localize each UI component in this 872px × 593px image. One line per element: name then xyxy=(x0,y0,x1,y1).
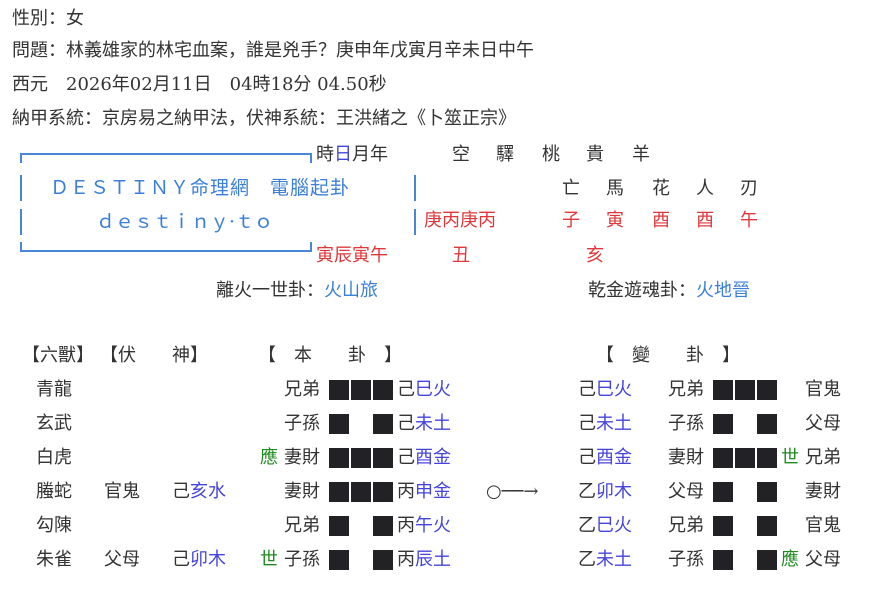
shensha-kong: 空 xyxy=(452,144,470,165)
shi-ying-mark: 應 xyxy=(260,447,278,468)
shensha-gui: 貴 xyxy=(586,144,604,165)
shensha-branch: 子 xyxy=(562,210,580,231)
banner-frame-right-1 xyxy=(414,175,416,201)
hidden-relation: 父母 xyxy=(104,549,140,570)
changed-relation: 兄弟 xyxy=(668,379,704,400)
yang-line xyxy=(329,380,395,400)
najia: 丙申金 xyxy=(397,481,451,502)
beast: 朱雀 xyxy=(36,549,72,570)
banner-url: ｄｅｓｔｉｎｙ·ｔｏ xyxy=(96,211,274,233)
shensha-yang: 羊 xyxy=(632,144,650,165)
six-relation: 兄弟 xyxy=(284,515,320,536)
banner-title: ＤＥＳＴＩＮＹ命理網 電腦起卦 xyxy=(50,177,351,199)
shensha-branch: 酉 xyxy=(652,210,670,231)
changed-najia: 己酉金 xyxy=(578,447,632,468)
changed-yin-line xyxy=(713,414,779,434)
changed-najia: 乙巳火 xyxy=(578,515,632,536)
beast: 螣蛇 xyxy=(36,481,72,502)
changed-relation: 妻財 xyxy=(668,447,704,468)
six-relation: 妻財 xyxy=(284,481,320,502)
changed-yang-line xyxy=(713,448,779,468)
hidden-stem-branch: 己卯木 xyxy=(172,549,226,570)
changed-yang-line xyxy=(713,380,779,400)
changed-relation-right: 官鬼 xyxy=(805,515,841,536)
shensha-ma: 馬 xyxy=(606,178,624,199)
changed-relation: 兄弟 xyxy=(668,515,704,536)
pillar-stems: 庚丙庚丙 xyxy=(424,210,496,231)
changed-najia: 己未土 xyxy=(578,413,632,434)
hidden-stem-branch: 己亥水 xyxy=(172,481,226,502)
changed-shi-ying-mark: 應 xyxy=(781,549,799,570)
header-changed: 【 變 卦 】 xyxy=(596,345,740,366)
six-relation: 妻財 xyxy=(284,447,320,468)
beast: 青龍 xyxy=(36,379,72,400)
shensha-branch: 酉 xyxy=(696,210,714,231)
banner-frame-left-1 xyxy=(20,175,22,201)
header-hidden: 【伏 神】 xyxy=(100,345,208,366)
changed-najia: 乙卯木 xyxy=(578,481,632,502)
header-main: 【 本 卦 】 xyxy=(258,345,402,366)
header-beasts: 【六獸】 xyxy=(22,345,94,366)
banner-frame-bottom xyxy=(20,242,312,252)
banner-frame-top xyxy=(20,153,312,163)
shensha-branch: 午 xyxy=(740,210,758,231)
changed-yin-line xyxy=(713,516,779,536)
main-hexagram-name: 火山旅 xyxy=(324,280,378,301)
najia: 丙辰土 xyxy=(397,549,451,570)
changed-relation-right: 妻財 xyxy=(805,481,841,502)
shensha-hua: 花 xyxy=(652,178,670,199)
pillar-branches: 寅辰寅午 xyxy=(316,245,388,266)
pillar-labels: 時日月年 xyxy=(316,144,388,165)
najia: 己酉金 xyxy=(397,447,451,468)
najia: 丙午火 xyxy=(397,515,451,536)
shensha-branch: 丑 xyxy=(452,245,470,266)
moving-arrow: ○──→ xyxy=(486,481,539,502)
changed-shi-ying-mark: 世 xyxy=(781,447,799,468)
beast: 勾陳 xyxy=(36,515,72,536)
shensha-branch: 亥 xyxy=(586,245,604,266)
banner-frame-right-2 xyxy=(414,209,416,235)
shensha-tao: 桃 xyxy=(542,144,560,165)
main-hexagram: 離火一世卦：火山旅 xyxy=(216,280,378,301)
beast: 玄武 xyxy=(36,413,72,434)
changed-yin-line xyxy=(713,482,779,502)
changed-najia: 己巳火 xyxy=(578,379,632,400)
changed-relation: 子孫 xyxy=(668,549,704,570)
changed-relation: 子孫 xyxy=(668,413,704,434)
shensha-yi: 驛 xyxy=(496,144,514,165)
changed-hexagram-name: 火地晉 xyxy=(696,280,750,301)
shensha-wang: 亡 xyxy=(562,178,580,199)
shensha-branch: 寅 xyxy=(606,210,624,231)
yin-line xyxy=(329,516,395,536)
changed-relation-right: 官鬼 xyxy=(805,379,841,400)
shensha-ren: 人 xyxy=(696,178,714,199)
changed-najia: 乙未土 xyxy=(578,549,632,570)
day-label: 日 xyxy=(334,144,352,165)
shi-ying-mark: 世 xyxy=(260,549,278,570)
six-relation: 子孫 xyxy=(284,413,320,434)
hidden-relation: 官鬼 xyxy=(104,481,140,502)
gender-line: 性別：女 xyxy=(12,8,84,29)
banner-frame-left-2 xyxy=(20,209,22,235)
beast: 白虎 xyxy=(36,447,72,468)
changed-hexagram: 乾金遊魂卦：火地晉 xyxy=(588,280,750,301)
changed-relation-right: 兄弟 xyxy=(805,447,841,468)
system-line: 納甲系統：京房易之納甲法，伏神系統：王洪緒之《卜筮正宗》 xyxy=(12,108,516,129)
shensha-ren2: 刃 xyxy=(740,178,758,199)
najia: 己巳火 xyxy=(397,379,451,400)
date-line: 西元 2026年02月11日 04時18分 04.50秒 xyxy=(12,74,387,95)
six-relation: 子孫 xyxy=(284,549,320,570)
changed-yin-line xyxy=(713,550,779,570)
question-line: 問題：林義雄家的林宅血案，誰是兇手？庚申年戊寅月辛未日中午 xyxy=(12,40,534,61)
yang-line xyxy=(329,482,395,502)
changed-relation-right: 父母 xyxy=(805,549,841,570)
changed-relation-right: 父母 xyxy=(805,413,841,434)
najia: 己未土 xyxy=(397,413,451,434)
yang-line xyxy=(329,448,395,468)
six-relation: 兄弟 xyxy=(284,379,320,400)
yin-line xyxy=(329,414,395,434)
changed-relation: 父母 xyxy=(668,481,704,502)
yin-line xyxy=(329,550,395,570)
